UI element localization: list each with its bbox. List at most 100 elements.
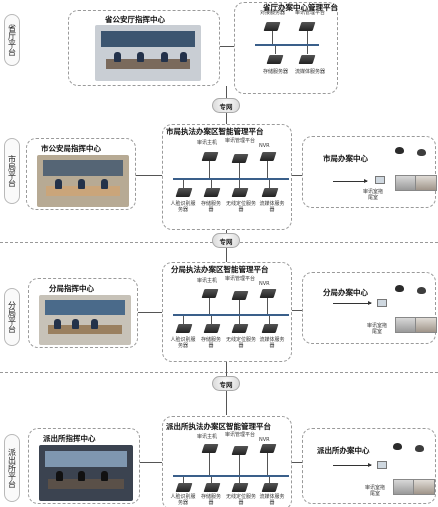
station-office-label: 审讯室拖尾室 [364, 485, 385, 497]
branch-nvr-icon [259, 289, 277, 298]
province-platform-title: 省厅办案中心管理平台 [263, 3, 338, 12]
city-b3-label: 无线定位服务器 [225, 201, 256, 213]
city-platform-box: 市局执法办案区智能管理平台 审讯主机 审讯管理平台 NVR 人脸识别服务器 存储… [162, 124, 292, 230]
camera-icon [395, 147, 404, 154]
province-command-box: 省公安厅指挥中心 [68, 10, 220, 86]
city-mgmt-icon [231, 154, 249, 163]
branch-command-box: 分局指挥中心 [28, 278, 138, 348]
room-photo [393, 479, 415, 495]
province-dev-mid-label: 审讯管理平台 [295, 10, 326, 16]
branch-b4-label: 流媒体服务器 [259, 337, 285, 349]
dome-camera-icon [417, 149, 426, 156]
station-mgmt-icon [231, 446, 249, 455]
branch-bus [173, 314, 289, 316]
city-office-label: 审讯室拖尾室 [362, 189, 383, 201]
province-dev-top-label: 对接服务器 [260, 10, 286, 16]
branch-top2-label: 审讯管理平台 [225, 276, 256, 282]
station-b1-label: 人脸识别服务器 [170, 494, 196, 506]
province-storage-icon [266, 55, 284, 64]
city-top3-label: NVR [259, 143, 270, 149]
branch-command-photo [39, 295, 131, 345]
station-storage-icon [203, 483, 221, 492]
station-face-icon [175, 483, 193, 492]
branch-office-label: 审讯室拖尾室 [366, 323, 387, 335]
branch-office-box: 分局办案中心 审讯室拖尾室 [302, 272, 437, 344]
computer-icon [377, 461, 387, 469]
side-label-branch: 分局平台 [4, 288, 20, 346]
branch-storage-icon [203, 324, 221, 333]
province-bus [255, 44, 319, 46]
station-top2-label: 审讯管理平台 [225, 432, 256, 438]
station-bus [173, 475, 289, 477]
camera-icon [395, 285, 404, 292]
room-photo-2 [415, 175, 437, 191]
link-arrow-icon [333, 301, 372, 305]
station-office-title: 派出所办案中心 [317, 446, 370, 455]
province-command-photo [95, 25, 201, 81]
city-b2-label: 存储服务器 [200, 201, 221, 213]
branch-top3-label: NVR [259, 281, 270, 287]
branch-b2-label: 存储服务器 [200, 337, 221, 349]
room-photo-2 [413, 479, 435, 495]
branch-platform-title: 分局执法办案区智能管理平台 [171, 265, 269, 274]
branch-platform-box: 分局执法办案区智能管理平台 审讯主机 审讯管理平台 NVR 人脸识别服务器 存储… [162, 262, 292, 362]
province-stream-icon [298, 55, 316, 64]
branch-office-title: 分局办案中心 [323, 288, 368, 297]
city-nvr-icon [259, 152, 277, 161]
city-command-photo [37, 155, 129, 207]
city-wireless-icon [231, 188, 249, 197]
side-label-city: 市局平台 [4, 138, 20, 204]
branch-host-icon [201, 289, 219, 298]
branch-mgmt-icon [231, 291, 249, 300]
dome-camera-icon [417, 287, 426, 294]
province-server-icon [263, 22, 281, 31]
city-office-title: 市局办案中心 [323, 154, 368, 163]
station-office-box: 派出所办案中心 审讯室拖尾室 [302, 428, 436, 504]
city-face-icon [175, 188, 193, 197]
city-host-icon [201, 152, 219, 161]
link-arrow-icon [333, 463, 372, 467]
link-arrow-icon [333, 179, 368, 183]
room-photo-2 [415, 317, 437, 333]
network-cloud-1: 专网 [212, 98, 240, 113]
computer-icon [377, 299, 387, 307]
city-storage-icon [203, 188, 221, 197]
room-photo [395, 317, 417, 333]
dome-camera-icon [415, 445, 424, 452]
station-command-title: 派出所指挥中心 [43, 434, 96, 443]
station-platform-title: 派出所执法办案区智能管理平台 [166, 422, 271, 431]
room-photo [395, 175, 417, 191]
city-b1-label: 人脸识别服务器 [170, 201, 196, 213]
station-b4-label: 流媒体服务器 [259, 494, 285, 506]
branch-b3-label: 无线定位服务器 [225, 337, 256, 349]
city-command-box: 市公安局指挥中心 [26, 138, 136, 210]
station-b3-label: 无线定位服务器 [225, 494, 256, 506]
city-b4-label: 流媒体服务器 [259, 201, 285, 213]
branch-stream-icon [261, 324, 279, 333]
network-cloud-3: 专网 [212, 376, 240, 391]
city-top2-label: 审讯管理平台 [225, 138, 256, 144]
side-label-province: 省厅平台 [4, 14, 20, 66]
branch-b1-label: 人脸识别服务器 [170, 337, 196, 349]
city-bus [173, 178, 289, 180]
station-b2-label: 存储服务器 [200, 494, 221, 506]
city-top1-label: 审讯主机 [197, 140, 218, 146]
city-office-box: 市局办案中心 审讯室拖尾室 [302, 136, 437, 208]
network-cloud-2: 专网 [212, 233, 240, 248]
province-platform-icon [298, 22, 316, 31]
city-stream-icon [261, 188, 279, 197]
branch-wireless-icon [231, 324, 249, 333]
station-command-box: 派出所指挥中心 [28, 428, 140, 504]
station-wireless-icon [231, 483, 249, 492]
province-dev-b1-label: 存储服务器 [263, 69, 289, 75]
branch-face-icon [175, 324, 193, 333]
station-top3-label: NVR [259, 437, 270, 443]
station-host-icon [201, 444, 219, 453]
city-platform-title: 市局执法办案区智能管理平台 [166, 127, 264, 136]
station-command-photo [39, 445, 133, 501]
station-platform-box: 派出所执法办案区智能管理平台 审讯主机 审讯管理平台 NVR 人脸识别服务器 存… [162, 416, 292, 507]
station-top1-label: 审讯主机 [197, 434, 218, 440]
city-command-title: 市公安局指挥中心 [41, 144, 101, 153]
province-dev-b2-label: 流媒体服务器 [295, 69, 326, 75]
station-stream-icon [261, 483, 279, 492]
